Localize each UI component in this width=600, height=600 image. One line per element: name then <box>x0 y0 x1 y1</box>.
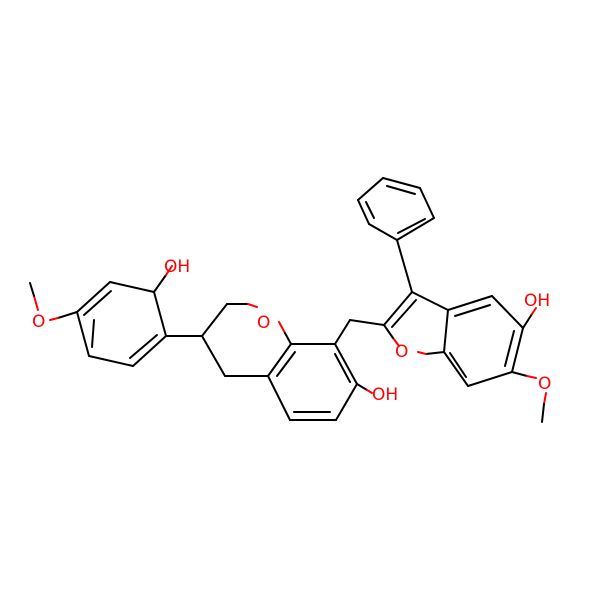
bond <box>396 217 435 241</box>
bond <box>201 335 226 377</box>
double-bond-inner <box>365 201 375 219</box>
bond <box>366 389 373 394</box>
bond <box>411 291 449 311</box>
double-bond-inner <box>391 299 417 328</box>
chroman-benzene-ring <box>267 343 358 421</box>
bond <box>511 371 528 377</box>
bond <box>531 307 537 315</box>
bond <box>357 199 370 225</box>
bond <box>349 319 385 326</box>
left-phenyl-ring <box>76 281 167 367</box>
double-bond-inner <box>397 218 426 234</box>
bond <box>356 383 368 391</box>
bond <box>88 355 134 367</box>
bond <box>467 371 513 387</box>
bond <box>284 332 292 345</box>
o-methoxy-right-label: O <box>538 374 551 394</box>
bond <box>392 337 400 347</box>
bond <box>419 187 435 219</box>
bond <box>383 291 413 326</box>
bond <box>153 274 167 293</box>
oh-chroman-label: OH <box>372 385 398 405</box>
oh-top-left-label: OH <box>164 257 190 277</box>
bond <box>443 309 449 353</box>
o-methoxy-left-label: O <box>32 312 45 332</box>
bond <box>522 313 533 329</box>
methyl-bond <box>541 403 545 423</box>
bond <box>76 311 90 357</box>
double-bond-inner <box>83 290 112 316</box>
bond <box>335 383 358 421</box>
bond <box>396 239 413 293</box>
chroman-ring <box>201 303 292 377</box>
o-chroman-ring-label: O <box>257 313 270 333</box>
bond <box>443 351 469 387</box>
bond <box>383 324 394 339</box>
double-bond-inner <box>334 353 351 383</box>
double-bond-inner <box>91 319 95 348</box>
bond <box>278 321 286 334</box>
bond <box>267 343 292 377</box>
bond <box>368 223 398 241</box>
oh-benzofuran-label: OH <box>524 291 550 311</box>
bond <box>153 291 167 337</box>
double-bond-inner <box>504 330 515 367</box>
o-furan-label: O <box>395 342 408 362</box>
double-bond-inner <box>129 334 158 359</box>
furan-ring <box>383 291 449 355</box>
bond <box>543 392 547 405</box>
bond <box>165 265 173 276</box>
bond <box>109 281 155 293</box>
bond <box>76 281 111 313</box>
bond <box>57 311 78 319</box>
bond <box>132 335 167 367</box>
bond <box>201 303 228 337</box>
bond <box>511 327 524 373</box>
top-phenyl-ring <box>357 177 435 293</box>
bond <box>247 303 258 308</box>
double-bond-inner <box>276 351 296 377</box>
double-bond-inner <box>454 304 491 317</box>
methyl-bond <box>29 282 35 297</box>
bond <box>267 375 291 421</box>
bond <box>334 319 351 345</box>
double-bond-inner <box>449 352 467 378</box>
benzofuran-benzene-ring <box>443 295 524 387</box>
bond <box>49 317 59 321</box>
bond <box>382 177 421 189</box>
double-bond-inner <box>386 185 416 195</box>
bond <box>425 351 445 355</box>
bond <box>417 351 427 355</box>
bond <box>491 295 524 329</box>
bond <box>33 295 39 311</box>
bond <box>357 177 384 201</box>
bond <box>447 295 493 311</box>
bond <box>526 375 537 379</box>
bond <box>334 343 358 385</box>
